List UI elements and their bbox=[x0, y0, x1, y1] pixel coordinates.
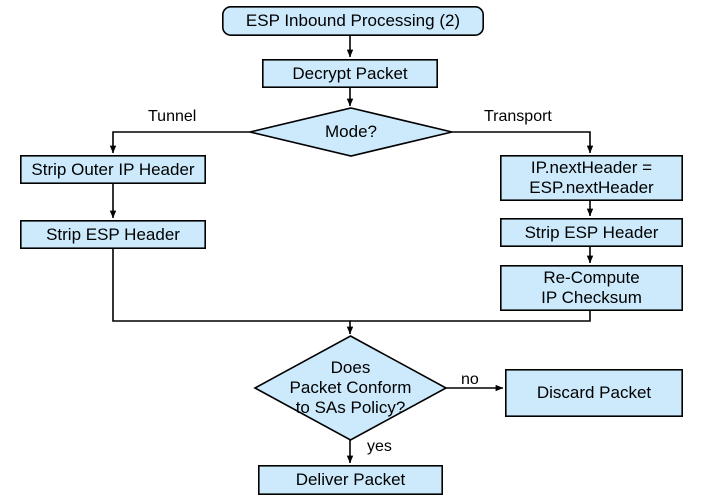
node-strip-esp-header-right bbox=[499, 218, 683, 248]
node-start bbox=[222, 6, 484, 36]
edge-mode-to-nextheader bbox=[452, 131, 594, 154]
node-recompute-ip-checksum bbox=[499, 264, 683, 311]
flow-edges bbox=[109, 36, 594, 464]
node-deliver-packet bbox=[257, 464, 443, 495]
edge-recompute-to-conform bbox=[350, 311, 591, 322]
flow-nodes bbox=[19, 6, 683, 495]
edge-strip-esp-left-to-conform bbox=[112, 249, 354, 335]
node-ip-nextheader bbox=[499, 155, 683, 202]
node-conform-decision bbox=[253, 335, 448, 441]
node-decrypt bbox=[261, 58, 438, 88]
node-mode bbox=[249, 107, 453, 157]
node-strip-outer-ip-header bbox=[19, 155, 206, 185]
edge-mode-to-strip-outer bbox=[109, 131, 250, 154]
node-strip-esp-header-left bbox=[19, 220, 206, 250]
node-discard-packet bbox=[504, 368, 683, 417]
